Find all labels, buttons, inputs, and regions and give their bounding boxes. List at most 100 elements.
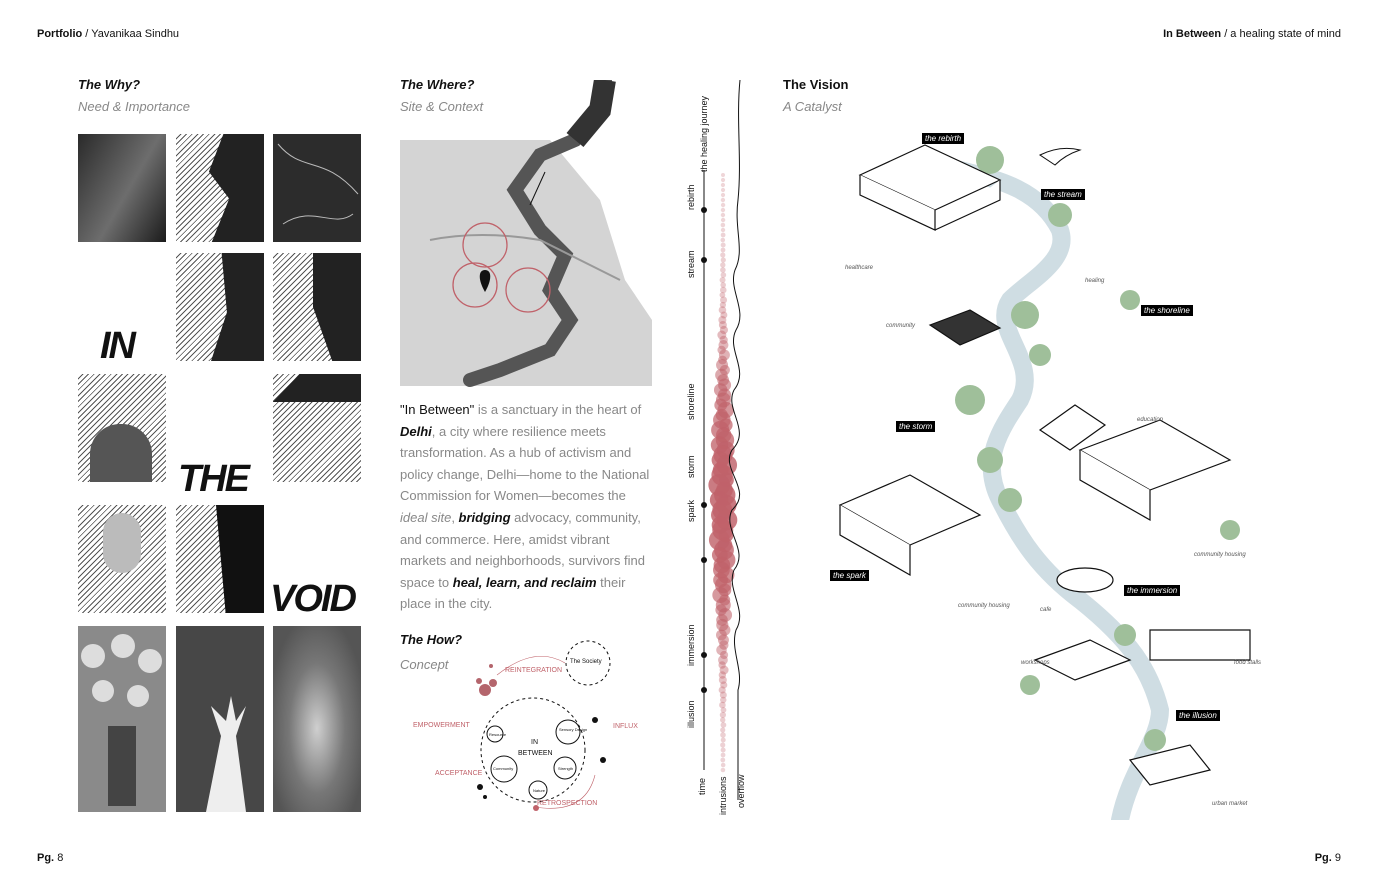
concept-diagram (476, 640, 611, 811)
title-word-void: VOID (270, 578, 357, 620)
timeline-dot (720, 212, 726, 218)
timeline-dot (720, 757, 726, 763)
timeline-dot (719, 691, 727, 699)
illustration-image (176, 505, 264, 613)
how-subtitle: Concept (400, 657, 449, 672)
axis-overflow: overflow (736, 774, 746, 808)
timeline-dot (720, 232, 726, 238)
map-tile (176, 253, 264, 361)
pg-label: Pg. (37, 852, 55, 864)
page-number-right: Pg. 9 (1315, 852, 1341, 864)
timeline-dot (718, 340, 729, 350)
timeline-dot (720, 272, 727, 278)
timeline-dot (719, 650, 729, 660)
illustration-image (78, 505, 166, 613)
timeline-dot (720, 197, 726, 203)
why-title: The Why? (78, 77, 141, 92)
vision-label-immersion: the immersion (1124, 585, 1181, 596)
vision-label-illusion: the illusion (1176, 710, 1220, 721)
vision-title: The Vision (783, 77, 849, 92)
text-span: bridging (458, 509, 511, 525)
timeline-dot (718, 671, 727, 679)
timeline-dot (720, 737, 726, 743)
timeline-dot (720, 177, 726, 183)
intro-paragraph: "In Between" is a sanctuary in the heart… (400, 399, 652, 615)
stage-spark: spark (686, 499, 696, 522)
timeline-dot (719, 701, 726, 709)
timeline-dot (719, 665, 729, 675)
author-name: / Yavanikaa Sindhu (82, 28, 180, 40)
text-span: their place in the city. (400, 574, 626, 612)
axis-time: time (697, 777, 707, 795)
timeline-dot (720, 752, 726, 758)
vision-note: healthcare (845, 265, 874, 271)
vision-note: food stalls (1234, 660, 1262, 666)
timeline-dot (719, 335, 728, 345)
vision-label-rebirth: the rebirth (922, 133, 965, 144)
stage-marker (701, 687, 707, 693)
timeline-dot (719, 711, 726, 719)
timeline-top-label: the healing journey (699, 95, 709, 172)
timeline-dot (720, 767, 726, 773)
timeline-dot (719, 301, 727, 309)
vision-note: community housing (1194, 552, 1246, 558)
axis-intrusions: intrusions (718, 776, 728, 815)
map-tile (273, 374, 361, 482)
stage-illusion: illusion (686, 700, 696, 728)
timeline-dot (720, 237, 726, 243)
timeline-dot (720, 207, 726, 213)
concept-influx: INFLUX (613, 723, 638, 730)
text-span: Delhi (400, 423, 432, 439)
timeline-dot (718, 306, 727, 314)
timeline-dot (720, 192, 726, 198)
timeline-dot (719, 325, 729, 335)
vision-label-shoreline: the shoreline (1141, 305, 1193, 316)
stage-shoreline: shoreline (686, 383, 696, 420)
stage-marker (701, 207, 707, 213)
title-word-the: THE (178, 458, 250, 500)
pg-num: 9 (1334, 852, 1341, 864)
timeline-dot (718, 655, 728, 665)
concept-node: Community (493, 766, 514, 771)
stage-rebirth: rebirth (686, 184, 696, 210)
stage-immersion: immersion (686, 624, 696, 666)
timeline-dot (720, 257, 726, 263)
vision-axonometric (838, 144, 1251, 820)
timeline-dot (718, 316, 727, 324)
timeline-dot (720, 182, 726, 188)
text-span: advocacy, community, and commerce. Here,… (400, 509, 645, 590)
pg-num: 8 (57, 852, 64, 864)
timeline-dot (720, 242, 726, 248)
timeline-dot (717, 330, 727, 340)
timeline-dot (718, 661, 726, 669)
project-tagline: / a healing state of mind (1221, 28, 1341, 40)
text-span: "In Between" (400, 402, 475, 417)
vision-note: urban market (1212, 801, 1248, 807)
project-title: In Between (1163, 28, 1222, 40)
stage-marker (701, 652, 707, 658)
illustration-image (78, 374, 166, 482)
header-right: In Between / a healing state of mind (1163, 28, 1341, 40)
timeline-dot (720, 222, 726, 228)
timeline-dot (720, 742, 726, 748)
concept-node: Strength (558, 766, 574, 771)
timeline-dot (717, 634, 729, 646)
timeline-dot (720, 727, 726, 733)
portrait-image (78, 134, 166, 242)
map-tile (176, 134, 264, 242)
concept-empowerment: EMPOWERMENT (413, 722, 470, 729)
text-span: , a city where resilience meets transfor… (400, 423, 650, 504)
stage-marker (701, 557, 707, 563)
timeline-dot (717, 345, 726, 355)
concept-retrospection: RETROSPECTION (537, 800, 598, 807)
timeline-dot (720, 187, 726, 193)
timeline-dot (716, 644, 727, 656)
concept-center-1: IN (531, 739, 538, 746)
header-left: Portfolio / Yavanikaa Sindhu (37, 28, 179, 40)
timeline-dot (720, 311, 728, 319)
timeline-dot (720, 267, 726, 273)
portfolio-label: Portfolio (37, 28, 83, 40)
where-title: The Where? (400, 77, 475, 92)
stage-stream: stream (686, 250, 696, 278)
timeline-dot (720, 717, 726, 723)
